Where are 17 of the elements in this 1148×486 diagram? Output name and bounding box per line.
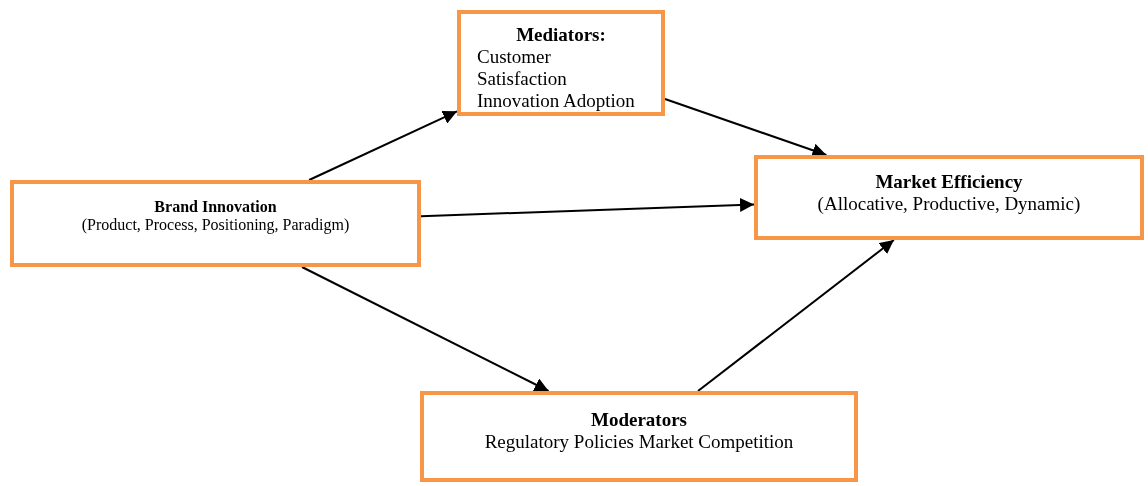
arrow [697, 239, 895, 392]
process-box [457, 10, 665, 116]
process-box [754, 155, 1144, 240]
box-text: Regulatory Policies Market Competition [483, 431, 795, 453]
box-text: (Allocative, Productive, Dynamic) [816, 193, 1082, 215]
box-heading: Moderators [590, 409, 688, 431]
process-box [420, 391, 858, 482]
arrow [301, 266, 550, 392]
arrow [420, 197, 755, 218]
process-box [10, 180, 421, 267]
arrow [308, 110, 458, 181]
box-text: Customer Satisfaction Innovation Adoption [477, 46, 636, 112]
box-heading: Brand Innovation [153, 198, 278, 216]
box-heading: Market Efficiency [874, 171, 1024, 193]
box-text: (Product, Process, Positioning, Paradigm) [80, 216, 351, 234]
arrow [664, 98, 828, 158]
box-heading: Mediators: [515, 24, 607, 46]
